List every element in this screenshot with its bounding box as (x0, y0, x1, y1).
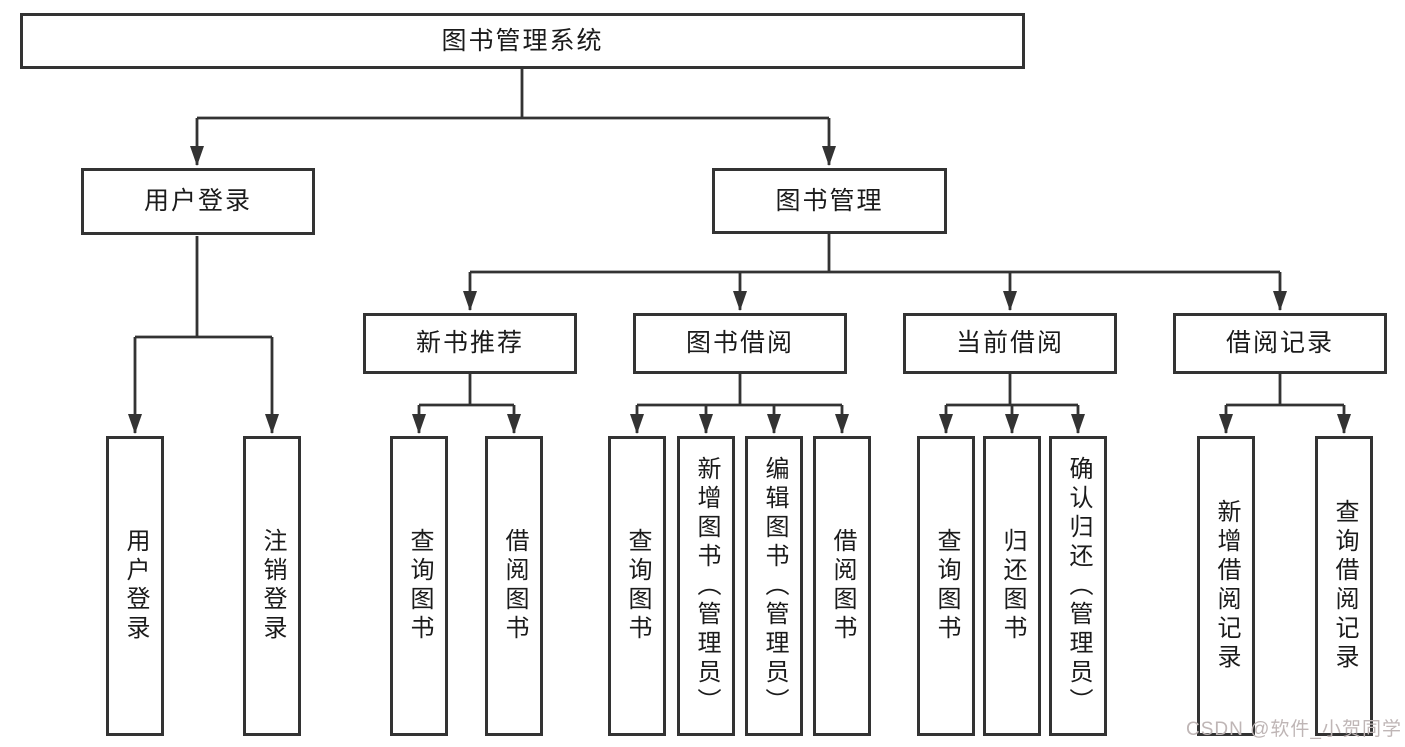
leaf-borrow-books-recommend: 借阅图书 (485, 436, 543, 736)
leaf-query-borrow-record: 查询借阅记录 (1315, 436, 1373, 736)
leaf-add-books-admin: 新增图书（管理员） (677, 436, 735, 736)
leaf-logout: 注销登录 (243, 436, 301, 736)
node-book-borrowing: 图书借阅 (633, 313, 847, 374)
node-new-book-recommendation: 新书推荐 (363, 313, 577, 374)
connector-line (135, 69, 1344, 407)
node-current-borrowing: 当前借阅 (903, 313, 1117, 374)
leaf-query-books-borrow: 查询图书 (608, 436, 666, 736)
csdn-watermark: CSDN @软件_小贺同学 (1186, 719, 1402, 740)
leaf-confirm-return-admin: 确认归还（管理员） (1049, 436, 1107, 736)
leaf-edit-books-admin: 编辑图书（管理员） (745, 436, 803, 736)
leaf-user-login: 用户登录 (106, 436, 164, 736)
leaf-return-books: 归还图书 (983, 436, 1041, 736)
node-root-library-system: 图书管理系统 (20, 13, 1025, 69)
node-user-login: 用户登录 (81, 168, 315, 235)
leaf-query-books-current: 查询图书 (917, 436, 975, 736)
leaf-add-borrow-record: 新增借阅记录 (1197, 436, 1255, 736)
node-book-management: 图书管理 (712, 168, 947, 234)
node-borrowing-records: 借阅记录 (1173, 313, 1387, 374)
leaf-borrow-books: 借阅图书 (813, 436, 871, 736)
leaf-query-books-recommend: 查询图书 (390, 436, 448, 736)
